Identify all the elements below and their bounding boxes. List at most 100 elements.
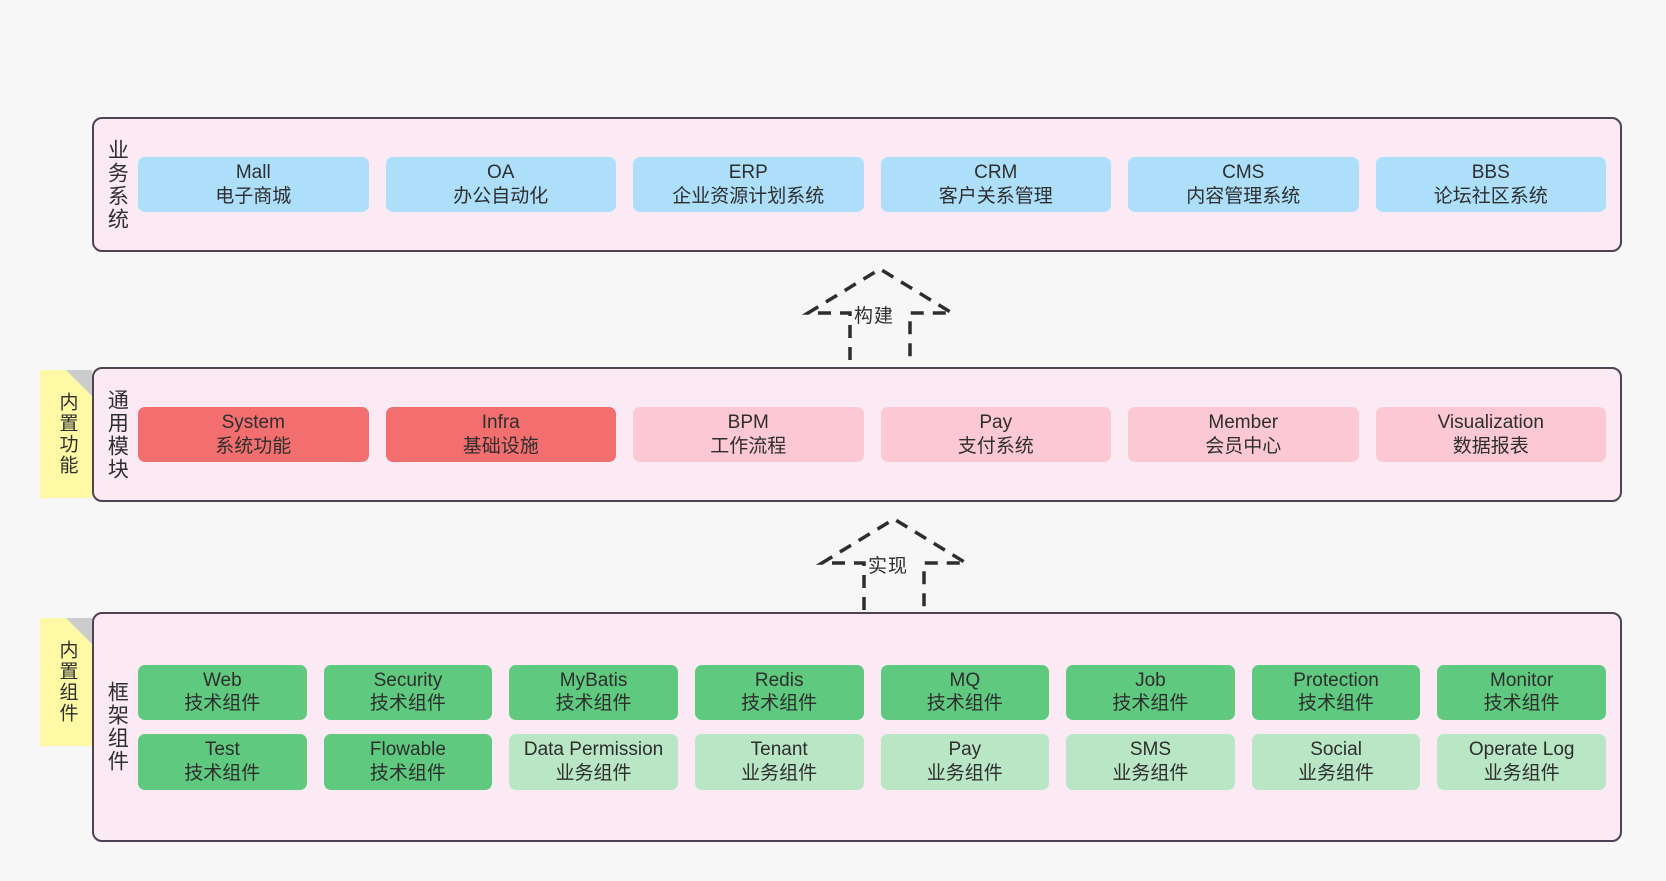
- tile-member[interactable]: Member 会员中心: [1128, 406, 1359, 463]
- tile-subtitle: 业务组件: [926, 762, 1003, 784]
- layer-framework-component: 框架组件 Web 技术组件 Security 技术组件 MyBatis 技术组件…: [92, 612, 1622, 842]
- tile-title: OA: [487, 161, 515, 183]
- tile-subtitle: 论坛社区系统: [1433, 185, 1548, 207]
- tile-pay-component[interactable]: Pay 业务组件: [880, 734, 1050, 790]
- tile-oa[interactable]: OA 办公自动化: [385, 156, 616, 213]
- tile-subtitle: 企业资源计划系统: [672, 185, 825, 207]
- tile-title: Job: [1135, 669, 1166, 691]
- tile-bpm[interactable]: BPM 工作流程: [633, 406, 864, 463]
- tile-subtitle: 内容管理系统: [1186, 185, 1301, 207]
- tile-subtitle: 技术组件: [369, 693, 446, 715]
- tile-crm[interactable]: CRM 客户关系管理: [880, 156, 1111, 213]
- tile-subtitle: 业务组件: [1298, 762, 1375, 784]
- tile-cms[interactable]: CMS 内容管理系统: [1128, 156, 1359, 213]
- tile-title: Flowable: [369, 739, 446, 760]
- tile-title: Web: [202, 669, 242, 691]
- tile-mall[interactable]: Mall 电子商城: [138, 156, 369, 213]
- tile-title: MyBatis: [559, 669, 628, 691]
- tile-row-technical: Web 技术组件 Security 技术组件 MyBatis 技术组件 Redi…: [138, 664, 1606, 720]
- layer-title-framework-component: 框架组件: [105, 681, 129, 773]
- tile-subtitle: 技术组件: [1298, 693, 1375, 715]
- tile-subtitle: 技术组件: [741, 693, 818, 715]
- tile-erp[interactable]: ERP 企业资源计划系统: [633, 156, 864, 213]
- layer-body-framework-component: Web 技术组件 Security 技术组件 MyBatis 技术组件 Redi…: [138, 614, 1620, 840]
- connector-implement-label: 实现: [868, 556, 909, 577]
- tile-redis[interactable]: Redis 技术组件: [694, 664, 864, 720]
- tile-security[interactable]: Security 技术组件: [323, 664, 493, 720]
- tile-protection[interactable]: Protection 技术组件: [1251, 664, 1421, 720]
- tile-social[interactable]: Social 业务组件: [1251, 734, 1421, 790]
- layer-business-system: 业务系统 Mall 电子商城 OA 办公自动化 ERP 企业资源计划系统 CRM…: [92, 117, 1622, 252]
- tile-subtitle: 办公自动化: [453, 185, 549, 207]
- note-label: 内置组件: [56, 640, 78, 724]
- tile-title: MQ: [949, 669, 981, 691]
- tile-title: Infra: [481, 411, 520, 433]
- tile-title: Security: [373, 669, 443, 691]
- tile-infra[interactable]: Infra 基础设施: [385, 406, 616, 463]
- tile-test[interactable]: Test 技术组件: [138, 734, 307, 790]
- tile-monitor[interactable]: Monitor 技术组件: [1437, 664, 1606, 720]
- tile-subtitle: 电子商城: [215, 185, 292, 207]
- tile-bbs[interactable]: BBS 论坛社区系统: [1375, 156, 1606, 213]
- note-label: 内置功能: [56, 392, 78, 476]
- tile-web[interactable]: Web 技术组件: [138, 664, 307, 720]
- tile-title: Pay: [979, 411, 1013, 433]
- tile-operate-log[interactable]: Operate Log 业务组件: [1437, 734, 1606, 790]
- tile-title: CMS: [1222, 161, 1265, 183]
- tile-title: Visualization: [1437, 411, 1544, 433]
- tile-subtitle: 数据报表: [1452, 435, 1529, 457]
- tile-subtitle: 基础设施: [462, 435, 539, 457]
- tile-subtitle: 工作流程: [710, 435, 787, 457]
- tile-subtitle: 技术组件: [926, 693, 1003, 715]
- layer-common-module: 通用模块 System 系统功能 Infra 基础设施 BPM 工作流程 Pay…: [92, 367, 1622, 502]
- tile-subtitle: 技术组件: [184, 693, 261, 715]
- tile-tenant[interactable]: Tenant 业务组件: [694, 734, 864, 790]
- tile-title: Tenant: [750, 739, 808, 760]
- tile-subtitle: 业务组件: [1112, 762, 1189, 784]
- tile-mybatis[interactable]: MyBatis 技术组件: [509, 664, 678, 720]
- tile-title: Operate Log: [1468, 739, 1575, 760]
- tile-title: ERP: [728, 161, 768, 183]
- connector-build-label: 构建: [854, 306, 895, 327]
- layer-body-business-system: Mall 电子商城 OA 办公自动化 ERP 企业资源计划系统 CRM 客户关系…: [138, 119, 1620, 250]
- tile-title: Member: [1208, 411, 1279, 433]
- tile-subtitle: 业务组件: [1483, 762, 1560, 784]
- tile-subtitle: 客户关系管理: [938, 185, 1053, 207]
- tile-flowable[interactable]: Flowable 技术组件: [323, 734, 493, 790]
- tile-subtitle: 技术组件: [555, 693, 632, 715]
- tile-system[interactable]: System 系统功能: [138, 406, 369, 463]
- tile-visualization[interactable]: Visualization 数据报表: [1375, 406, 1606, 463]
- tile-title: Test: [204, 739, 240, 760]
- tile-title: Redis: [754, 669, 804, 691]
- tile-title: SMS: [1129, 739, 1172, 760]
- tile-title: Monitor: [1490, 669, 1554, 691]
- layer-body-common-module: System 系统功能 Infra 基础设施 BPM 工作流程 Pay 支付系统…: [138, 369, 1620, 500]
- tile-title: Protection: [1293, 669, 1379, 691]
- tile-subtitle: 会员中心: [1205, 435, 1282, 457]
- tile-subtitle: 业务组件: [555, 762, 632, 784]
- tile-subtitle: 技术组件: [184, 762, 261, 784]
- layer-title-business-system: 业务系统: [105, 138, 129, 231]
- tile-row: Mall 电子商城 OA 办公自动化 ERP 企业资源计划系统 CRM 客户关系…: [138, 156, 1606, 213]
- tile-pay-module[interactable]: Pay 支付系统: [880, 406, 1111, 463]
- tile-title: CRM: [974, 161, 1018, 183]
- tile-subtitle: 支付系统: [957, 435, 1034, 457]
- tile-job[interactable]: Job 技术组件: [1066, 664, 1235, 720]
- tile-title: BBS: [1471, 161, 1510, 183]
- tile-title: Data Permission: [523, 739, 664, 760]
- tile-mq[interactable]: MQ 技术组件: [880, 664, 1050, 720]
- tile-title: System: [221, 411, 285, 433]
- note-builtin-component[interactable]: 内置组件: [40, 618, 92, 746]
- note-builtin-function[interactable]: 内置功能: [40, 370, 92, 498]
- dashed-generalization-arrow-icon: [801, 266, 959, 360]
- connector-build-arrow: 构建: [801, 265, 959, 360]
- tile-subtitle: 技术组件: [1483, 693, 1560, 715]
- tile-subtitle: 技术组件: [369, 762, 446, 784]
- tile-title: Mall: [235, 161, 271, 183]
- tile-sms[interactable]: SMS 业务组件: [1066, 734, 1235, 790]
- tile-data-permission[interactable]: Data Permission 业务组件: [509, 734, 678, 790]
- dashed-generalization-arrow-icon: [815, 516, 973, 610]
- tile-title: Social: [1310, 739, 1362, 760]
- tile-title: Pay: [948, 739, 982, 760]
